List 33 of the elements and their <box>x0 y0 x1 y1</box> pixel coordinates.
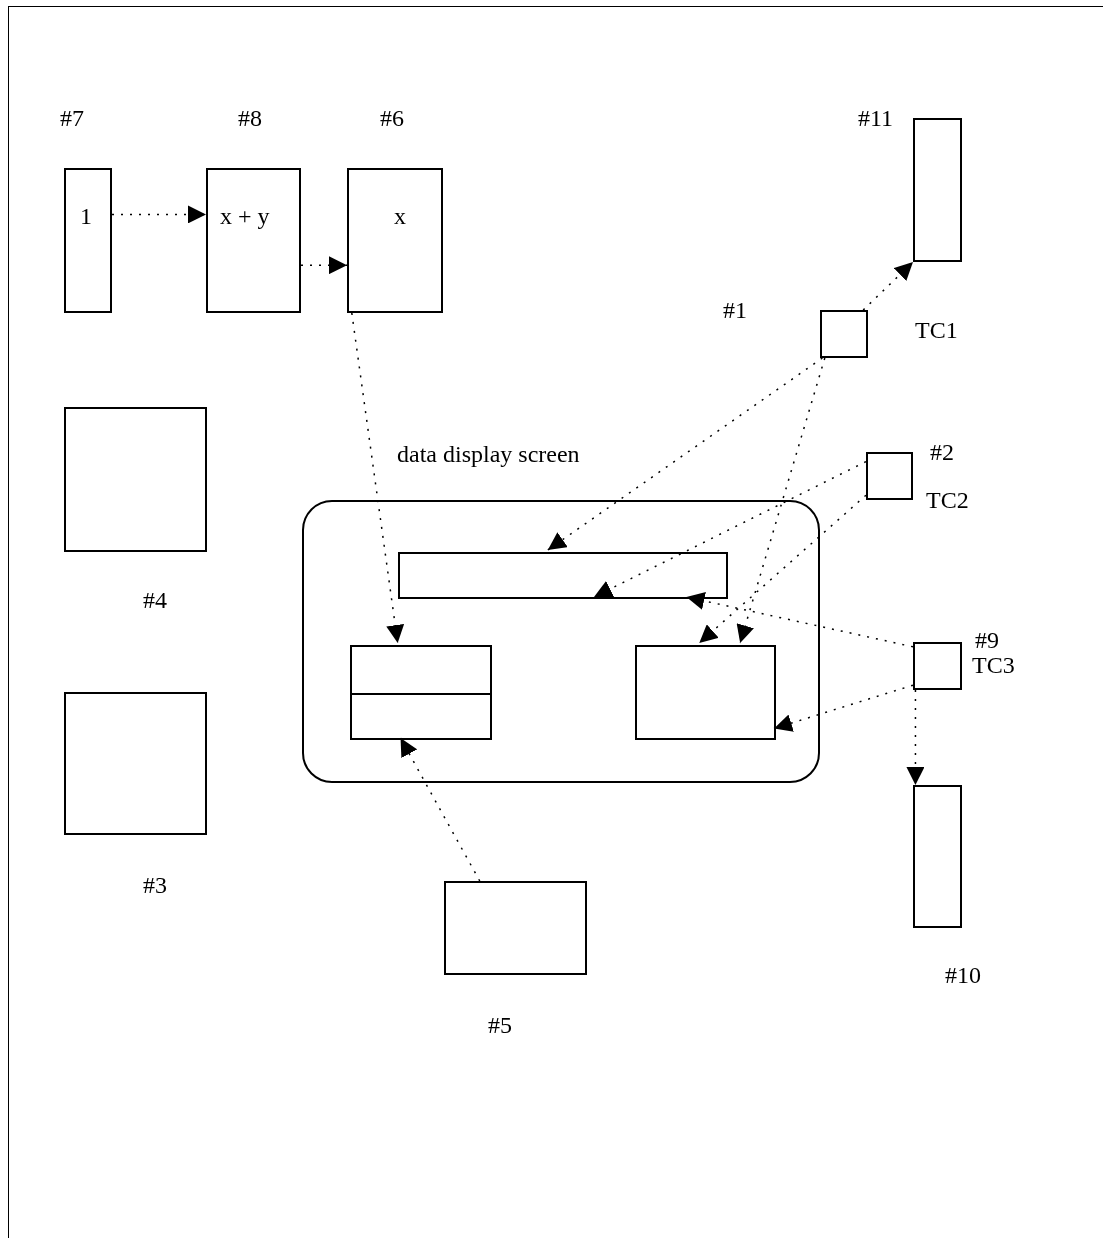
box-label: x <box>394 202 406 230</box>
box-label: #8 <box>238 104 262 132</box>
box-label: #3 <box>143 871 167 899</box>
empty-box <box>635 645 776 740</box>
box-label: #2 <box>930 438 954 466</box>
box-label: #9 <box>975 626 999 654</box>
dotted-arrow <box>593 460 867 598</box>
dotted-arrow <box>736 357 826 644</box>
box-label: #11 <box>858 104 894 132</box>
dotted-arrow <box>351 312 405 644</box>
box-label: data display screen <box>397 440 580 468</box>
box-label: #1 <box>723 296 747 324</box>
box-label: #4 <box>143 586 167 614</box>
box-label: #6 <box>380 104 404 132</box>
dotted-arrow <box>698 494 867 644</box>
dotted-arrow <box>111 205 207 224</box>
box-label: #7 <box>60 104 84 132</box>
dotted-arrow <box>685 592 914 648</box>
box-label: TC2 <box>926 486 969 514</box>
empty-box <box>398 552 728 599</box>
dotted-arrow <box>300 256 348 275</box>
box-label: #10 <box>945 961 981 989</box>
empty-box <box>350 645 492 740</box>
box-label: TC1 <box>915 316 958 344</box>
box-label: #5 <box>488 1011 512 1039</box>
box-label: x + y <box>220 202 270 230</box>
box-label: TC3 <box>972 651 1015 679</box>
dotted-arrow <box>773 684 914 732</box>
dotted-arrow <box>547 357 824 551</box>
box-label: 1 <box>80 202 92 230</box>
dotted-arrow <box>906 689 925 786</box>
dotted-arrow <box>862 261 914 311</box>
dotted-arrow <box>399 737 481 882</box>
